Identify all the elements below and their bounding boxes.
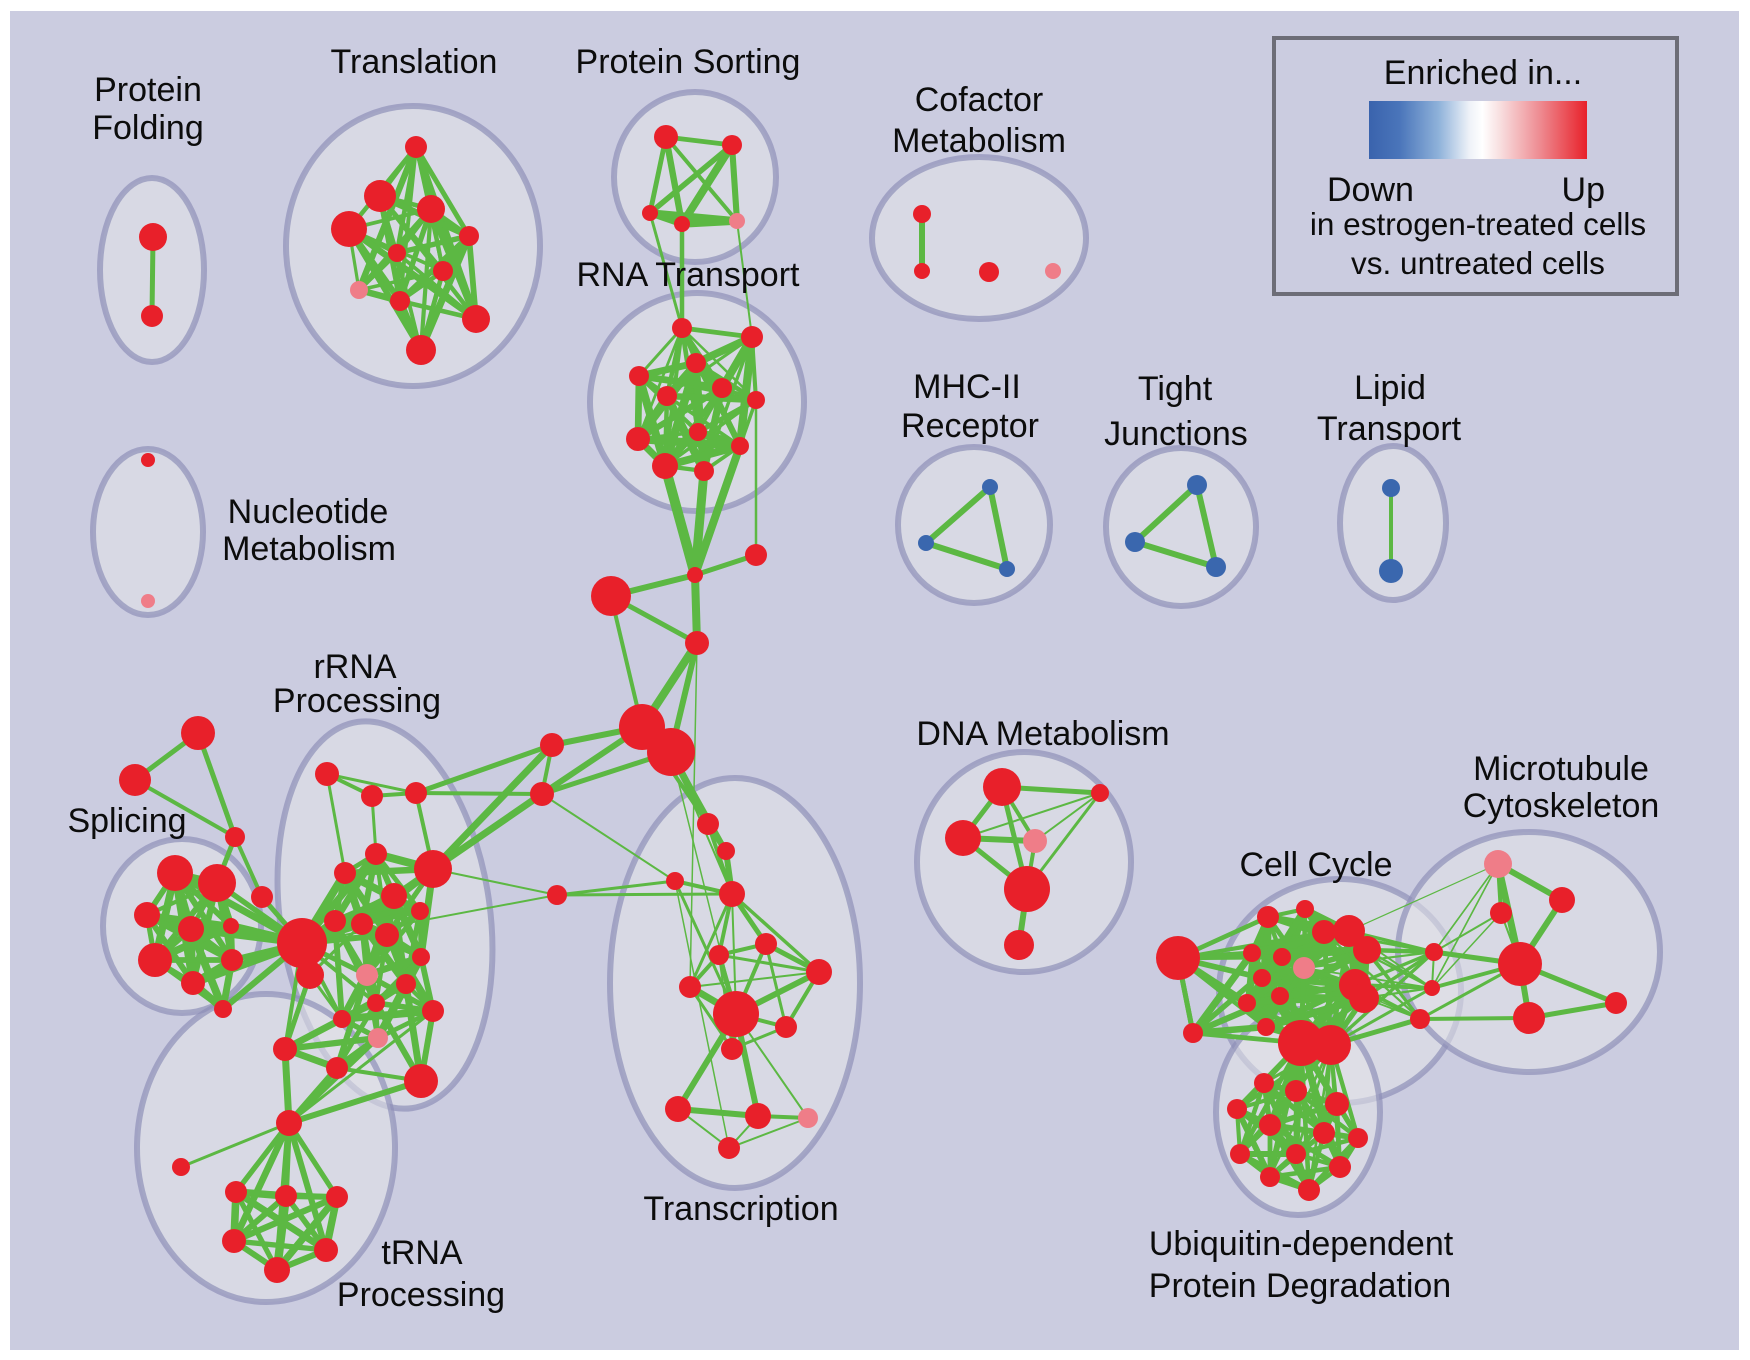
svg-text:Nucleotide: Nucleotide xyxy=(228,493,389,531)
svg-text:rRNA: rRNA xyxy=(313,648,396,686)
svg-text:Metabolism: Metabolism xyxy=(222,530,396,568)
svg-text:Splicing: Splicing xyxy=(67,802,186,840)
svg-text:Lipid: Lipid xyxy=(1354,369,1426,407)
svg-text:Cell Cycle: Cell Cycle xyxy=(1239,846,1392,884)
svg-text:tRNA: tRNA xyxy=(381,1234,463,1272)
svg-text:Protein Sorting: Protein Sorting xyxy=(576,43,801,81)
svg-text:Down: Down xyxy=(1327,171,1414,209)
svg-text:Processing: Processing xyxy=(273,682,441,720)
svg-text:Ubiquitin-dependent: Ubiquitin-dependent xyxy=(1149,1225,1454,1263)
svg-text:Processing: Processing xyxy=(337,1276,505,1314)
svg-text:Enriched in...: Enriched in... xyxy=(1384,54,1582,92)
svg-text:MHC-II: MHC-II xyxy=(913,368,1021,406)
svg-text:Protein Degradation: Protein Degradation xyxy=(1149,1267,1451,1305)
svg-text:Cofactor: Cofactor xyxy=(915,81,1044,119)
svg-text:Transport: Transport xyxy=(1317,410,1462,448)
svg-text:Receptor: Receptor xyxy=(901,407,1039,445)
svg-text:Metabolism: Metabolism xyxy=(892,122,1066,160)
svg-text:Junctions: Junctions xyxy=(1104,415,1248,453)
svg-text:DNA Metabolism: DNA Metabolism xyxy=(916,715,1169,753)
svg-text:Microtubule: Microtubule xyxy=(1473,750,1649,788)
svg-text:Cytoskeleton: Cytoskeleton xyxy=(1463,787,1660,825)
svg-text:vs. untreated cells: vs. untreated cells xyxy=(1351,245,1605,281)
svg-text:Folding: Folding xyxy=(92,109,204,147)
svg-text:Transcription: Transcription xyxy=(643,1190,838,1228)
svg-text:Tight: Tight xyxy=(1138,370,1213,408)
svg-text:Protein: Protein xyxy=(94,71,202,109)
svg-text:RNA Transport: RNA Transport xyxy=(577,256,801,294)
svg-text:Up: Up xyxy=(1562,171,1605,209)
svg-text:Translation: Translation xyxy=(331,43,498,81)
svg-text:in estrogen-treated cells: in estrogen-treated cells xyxy=(1310,206,1646,242)
